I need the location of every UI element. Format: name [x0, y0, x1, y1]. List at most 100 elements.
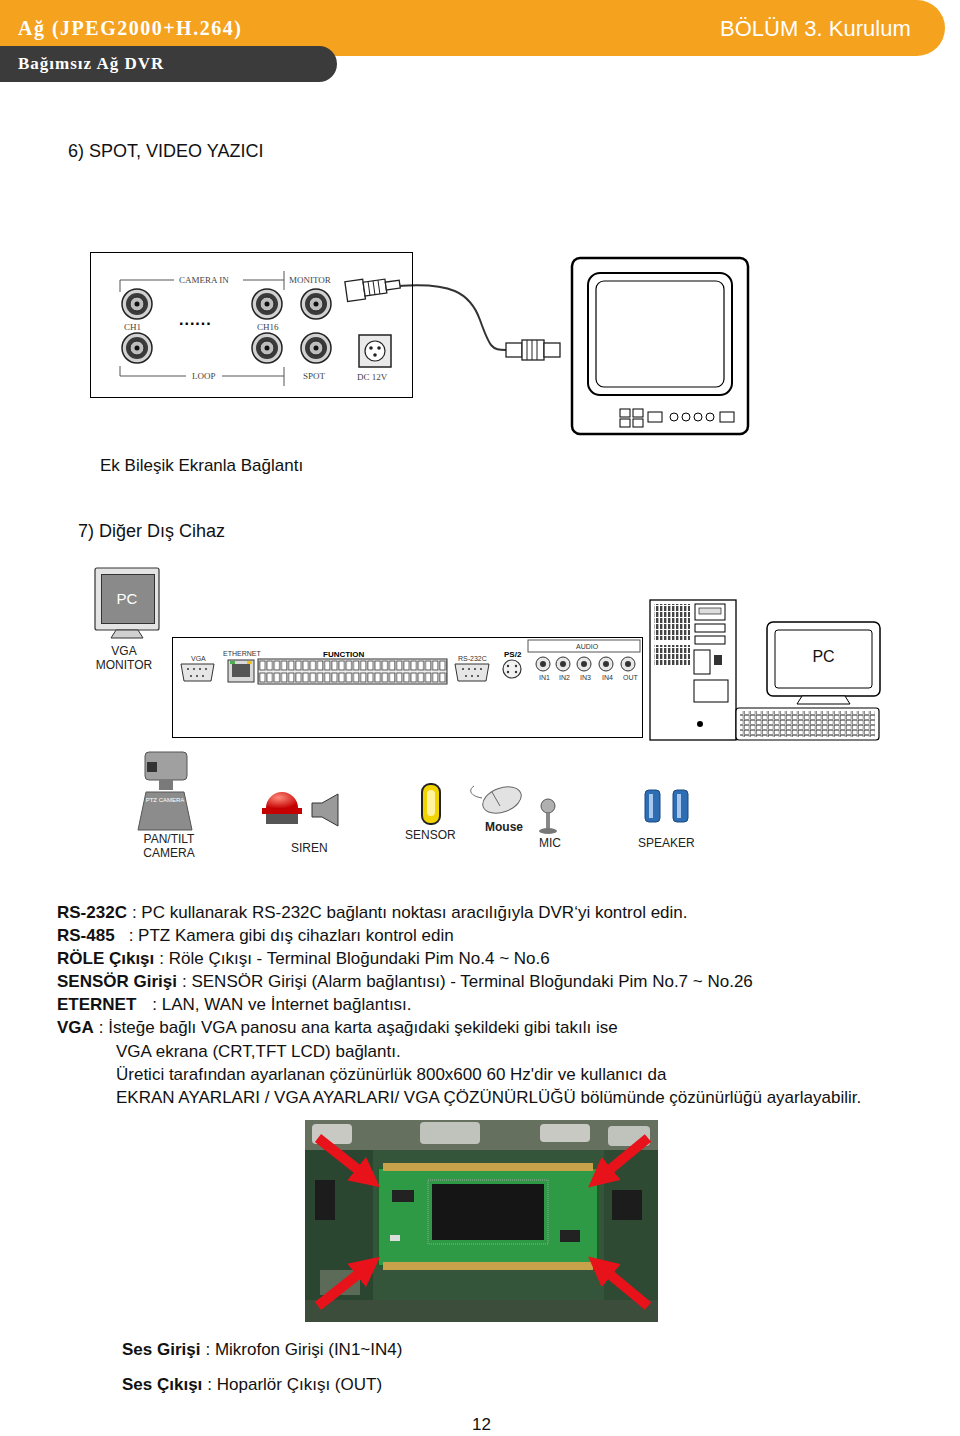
term-name: RS-485 [57, 926, 115, 946]
rear-panel-ports [474, 668, 476, 670]
rear-panel-ports [599, 657, 613, 671]
vga-board-photo [560, 1230, 580, 1242]
rear-panel-ports [455, 664, 489, 681]
video-cable [398, 285, 506, 350]
vga-board-photo [318, 1138, 366, 1176]
rear-panel-ports [193, 668, 195, 670]
crt-monitor [620, 409, 630, 417]
text-line: RS-232C: PC kullanarak RS-232C bağlantı … [57, 903, 688, 923]
port-label: SPOT [303, 371, 325, 381]
term-description: : Mikrofon Girişi (IN1~IN4) [205, 1340, 402, 1360]
term-name: RS-232C [57, 903, 127, 923]
crt-monitor [572, 258, 748, 434]
vga-board-photo [318, 1268, 366, 1306]
text-line: Ses Çıkışı: Hoparlör Çıkışı (OUT) [122, 1375, 382, 1395]
crt-monitor [633, 409, 643, 417]
port-label: DC 12V [357, 372, 387, 382]
rear-panel-ports [205, 668, 207, 670]
dc-socket [377, 346, 381, 350]
pc-monitor: PC [767, 622, 883, 696]
video-cable [363, 279, 387, 296]
term-name: SENSÖR Girişi [57, 972, 177, 992]
screen-text: PC [767, 648, 880, 666]
vga-board-photo [378, 1168, 598, 1266]
channel-label: CH1 [124, 322, 141, 332]
body-text: VGA ekrana (CRT,TFT LCD) bağlantı. [116, 1042, 401, 1062]
bnc-connectors [252, 333, 282, 363]
dc-socket [369, 346, 373, 350]
rear-panel-ports [540, 661, 546, 667]
term-description: : Röle Çıkışı - Terminal Bloğundaki Pim … [159, 949, 549, 969]
mouse [479, 782, 525, 818]
pc-tower [654, 645, 690, 665]
pc-tower [654, 604, 690, 640]
sensor [427, 790, 435, 816]
port-group-label: CAMERA IN [179, 275, 229, 285]
port-label: ETHERNET [223, 650, 261, 658]
ptz-camera [147, 762, 157, 772]
vga-monitor-frame [111, 630, 143, 638]
pc-tower [695, 604, 725, 620]
port-group-label: AUDIO [576, 643, 598, 651]
jack-label: IN3 [580, 674, 591, 682]
sensor [422, 784, 440, 824]
term-description: : PC kullanarak RS-232C bağlantı noktası… [132, 903, 688, 923]
rear-panel-ports [465, 675, 467, 677]
siren [312, 794, 338, 826]
rear-panel-ports [190, 675, 192, 677]
port-label: FUNCTION [323, 650, 364, 659]
screen-text: PC [102, 590, 152, 607]
crt-monitor [694, 413, 702, 421]
sensor [422, 784, 440, 824]
ptz-camera [138, 752, 192, 830]
jack-label: IN1 [539, 674, 550, 682]
mouse [471, 782, 525, 818]
rear-panel-ports [480, 668, 482, 670]
vga-board-photo [390, 1235, 400, 1241]
keyboard [740, 711, 875, 737]
port-group-label: MONITOR [289, 275, 331, 285]
rear-panel-ports [581, 661, 587, 667]
mouse [471, 786, 482, 798]
video-cable [345, 274, 401, 301]
rear-panel-ports [181, 640, 640, 684]
page-number: 12 [472, 1415, 491, 1435]
port-brackets [120, 366, 284, 386]
rear-panel-ports [181, 664, 214, 681]
vga-board-photo [383, 1163, 593, 1171]
subheader-band: Bağımsız Ağ DVR [0, 46, 337, 82]
video-cable [345, 279, 366, 301]
rear-panel-ports [515, 665, 517, 667]
microphone [541, 799, 555, 813]
term-description: : İsteğe bağlı VGA panosu ana karta aşağ… [99, 1018, 618, 1038]
mouse [492, 792, 500, 806]
port-label: VGA [191, 655, 206, 663]
rear-panel-ports [507, 665, 509, 667]
vga-board-photo [602, 1138, 648, 1176]
vga-board-photo [540, 1124, 590, 1142]
body-text: Üretici tarafından ayarlanan çözünürlük … [116, 1065, 666, 1085]
ptz-camera [159, 780, 173, 790]
vga-monitor-screen: PCVGA MONITOR [101, 574, 155, 624]
siren [262, 792, 338, 826]
video-cable [522, 340, 544, 360]
rear-panel-ports [199, 668, 201, 670]
rear-panel-ports [187, 668, 189, 670]
rear-panel-ports [503, 660, 521, 678]
video-cable [527, 340, 537, 360]
pc-tower [695, 636, 725, 644]
rear-panel-ports [507, 671, 509, 673]
crt-monitor [670, 413, 678, 421]
rear-panel-ports [258, 659, 447, 684]
vga-board-photo [392, 1190, 414, 1202]
ptz-camera [145, 752, 187, 780]
crt-monitor [720, 412, 734, 422]
siren [262, 808, 302, 814]
pc-tower [650, 600, 736, 740]
text-line: RÖLE Çıkışı: Röle Çıkışı - Terminal Bloğ… [57, 949, 550, 969]
term-description: : SENSÖR Girişi (Alarm bağlantısı) - Ter… [182, 972, 753, 992]
rear-panel-ports [258, 659, 447, 684]
bnc-connectors [252, 289, 282, 319]
pc-tower [694, 650, 710, 674]
